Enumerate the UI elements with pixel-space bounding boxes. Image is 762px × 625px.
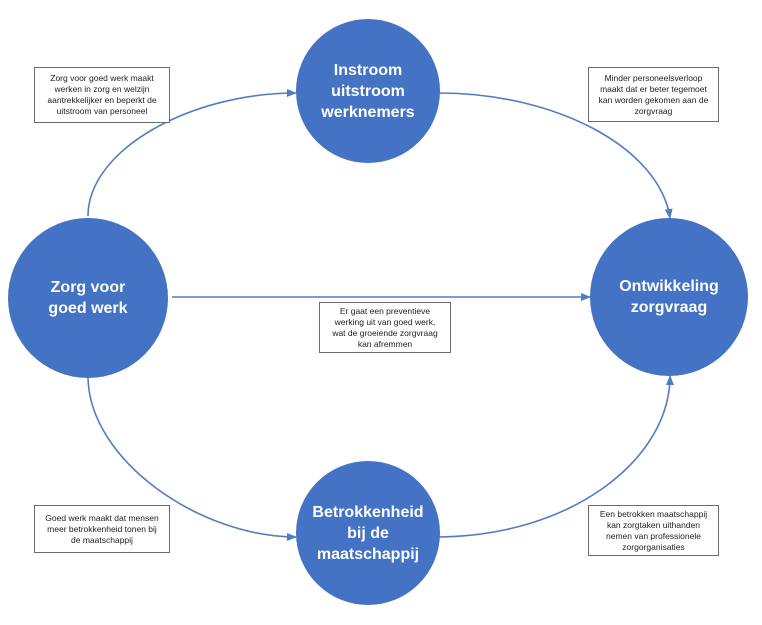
- node-ontwikkeling-label: Ontwikkeling zorgvraag: [619, 278, 719, 316]
- node-zorg: Zorg voor goed werk: [8, 218, 168, 378]
- note-center: Er gaat een preventieve werking uit van …: [319, 302, 451, 353]
- note-top-right: Minder personeelsverloop maakt dat er be…: [588, 67, 719, 122]
- node-instroom-label: Instroom uitstroom werknemers: [321, 61, 415, 121]
- note-bottom-left: Goed werk maakt dat mensen meer betrokke…: [34, 505, 170, 553]
- node-ontwikkeling: Ontwikkeling zorgvraag: [590, 218, 748, 376]
- note-bottom-right: Een betrokken maatschappij kan zorgtaken…: [588, 505, 719, 556]
- note-top-left: Zorg voor goed werk maakt werken in zorg…: [34, 67, 170, 123]
- node-instroom: Instroom uitstroom werknemers: [296, 19, 440, 163]
- arrow-instroom-to-ontwikkeling: [437, 92, 673, 219]
- node-zorg-label: Zorg voor goed werk: [48, 279, 128, 317]
- arrow-zorg-to-betrokkenheid: [87, 375, 297, 541]
- arrow-betrokkenheid-to-ontwikkeling: [435, 375, 674, 538]
- node-betrokkenheid: Betrokkenheid bij de maatschappij: [296, 461, 440, 605]
- arrow-zorg-to-instroom: [87, 89, 297, 217]
- node-betrokkenheid-label: Betrokkenheid bij de maatschappij: [312, 503, 424, 563]
